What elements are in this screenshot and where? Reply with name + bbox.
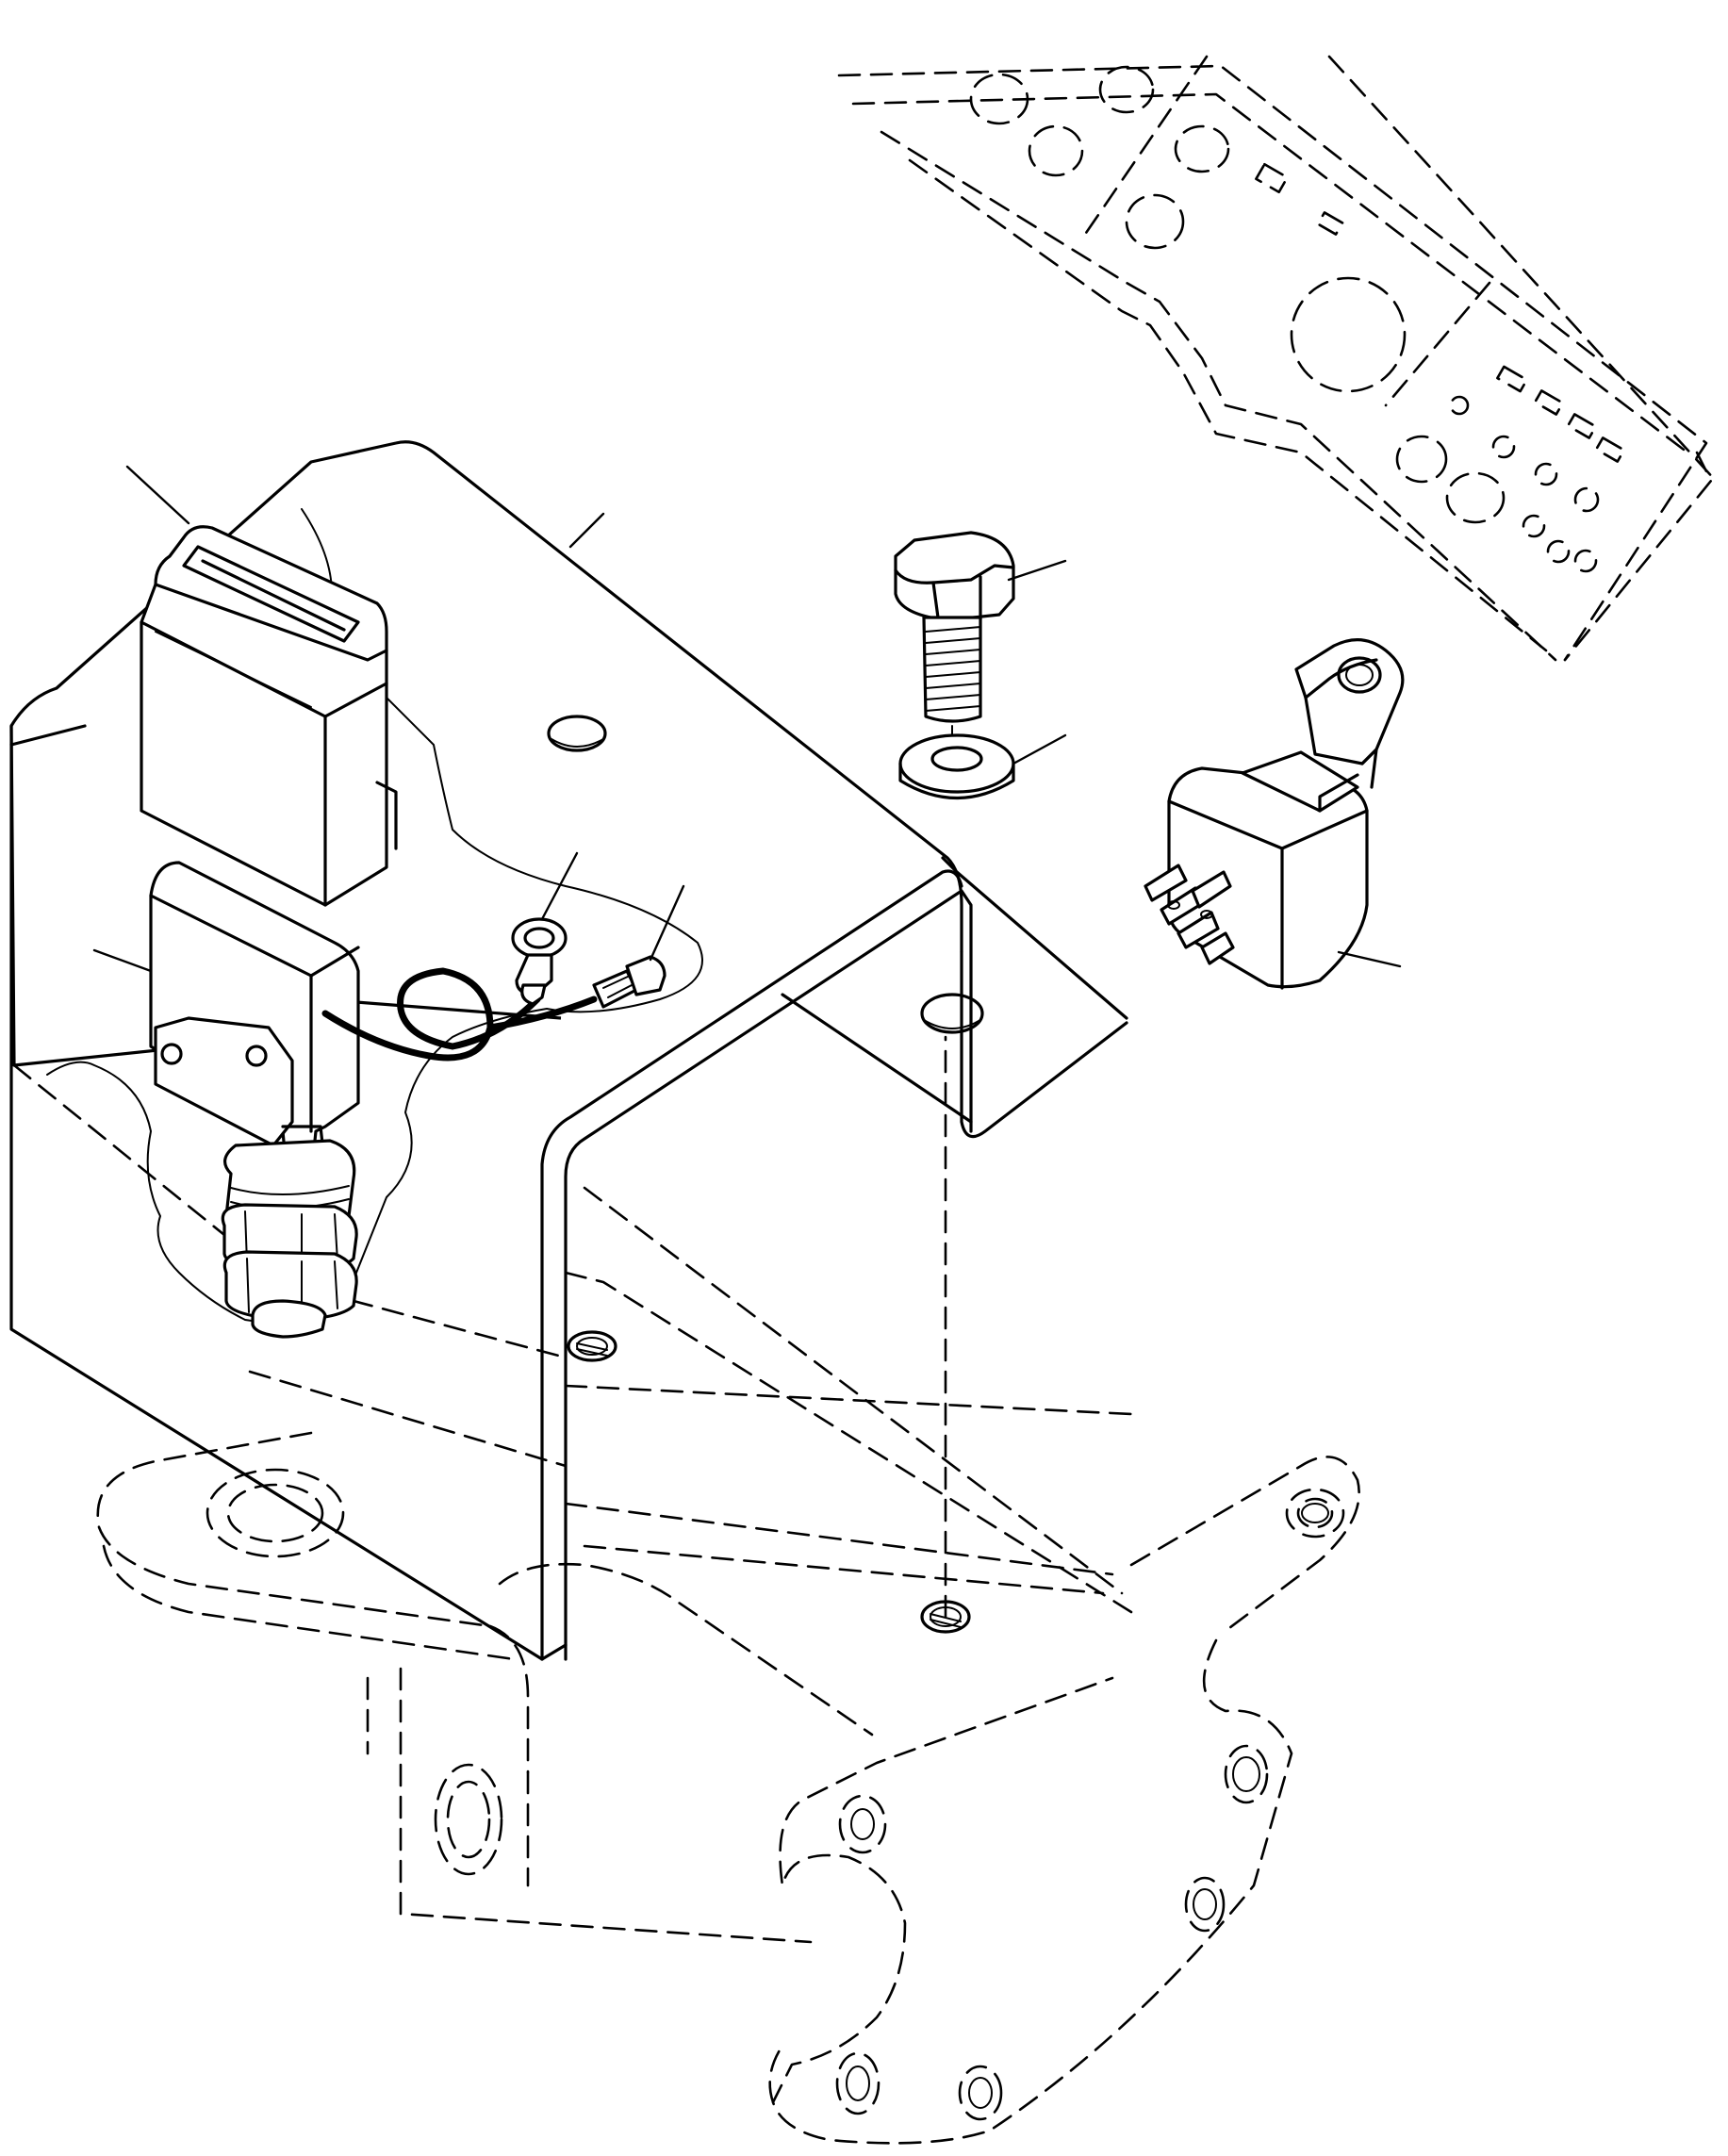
- frame-rail: [837, 55, 1718, 662]
- leader-relay-cover: [125, 465, 190, 525]
- frame-mount-plate: [96, 1384, 1360, 2145]
- leader-switch: [92, 948, 153, 973]
- push-switch: [149, 861, 360, 1339]
- leader-bracket: [568, 512, 605, 549]
- frame-rail-holes: [969, 65, 1626, 573]
- relay-terminals: [1144, 864, 1235, 965]
- callout-leaders: [92, 465, 1402, 973]
- flat-washer: [898, 733, 1015, 800]
- relay: [1144, 638, 1405, 990]
- leader-washer: [1012, 733, 1067, 765]
- leader-bolt: [1007, 559, 1067, 582]
- relay-cover: [140, 525, 398, 907]
- leader-ring-terminal: [540, 851, 579, 921]
- hex-bolt: [894, 531, 1015, 755]
- leader-relay: [1337, 950, 1402, 968]
- threaded-hole-marks: [846, 1503, 1329, 2109]
- ring-terminal: [511, 917, 568, 1006]
- wire-connector: [486, 955, 667, 1031]
- wire-harness: [321, 967, 541, 1062]
- leader-connector: [649, 884, 685, 962]
